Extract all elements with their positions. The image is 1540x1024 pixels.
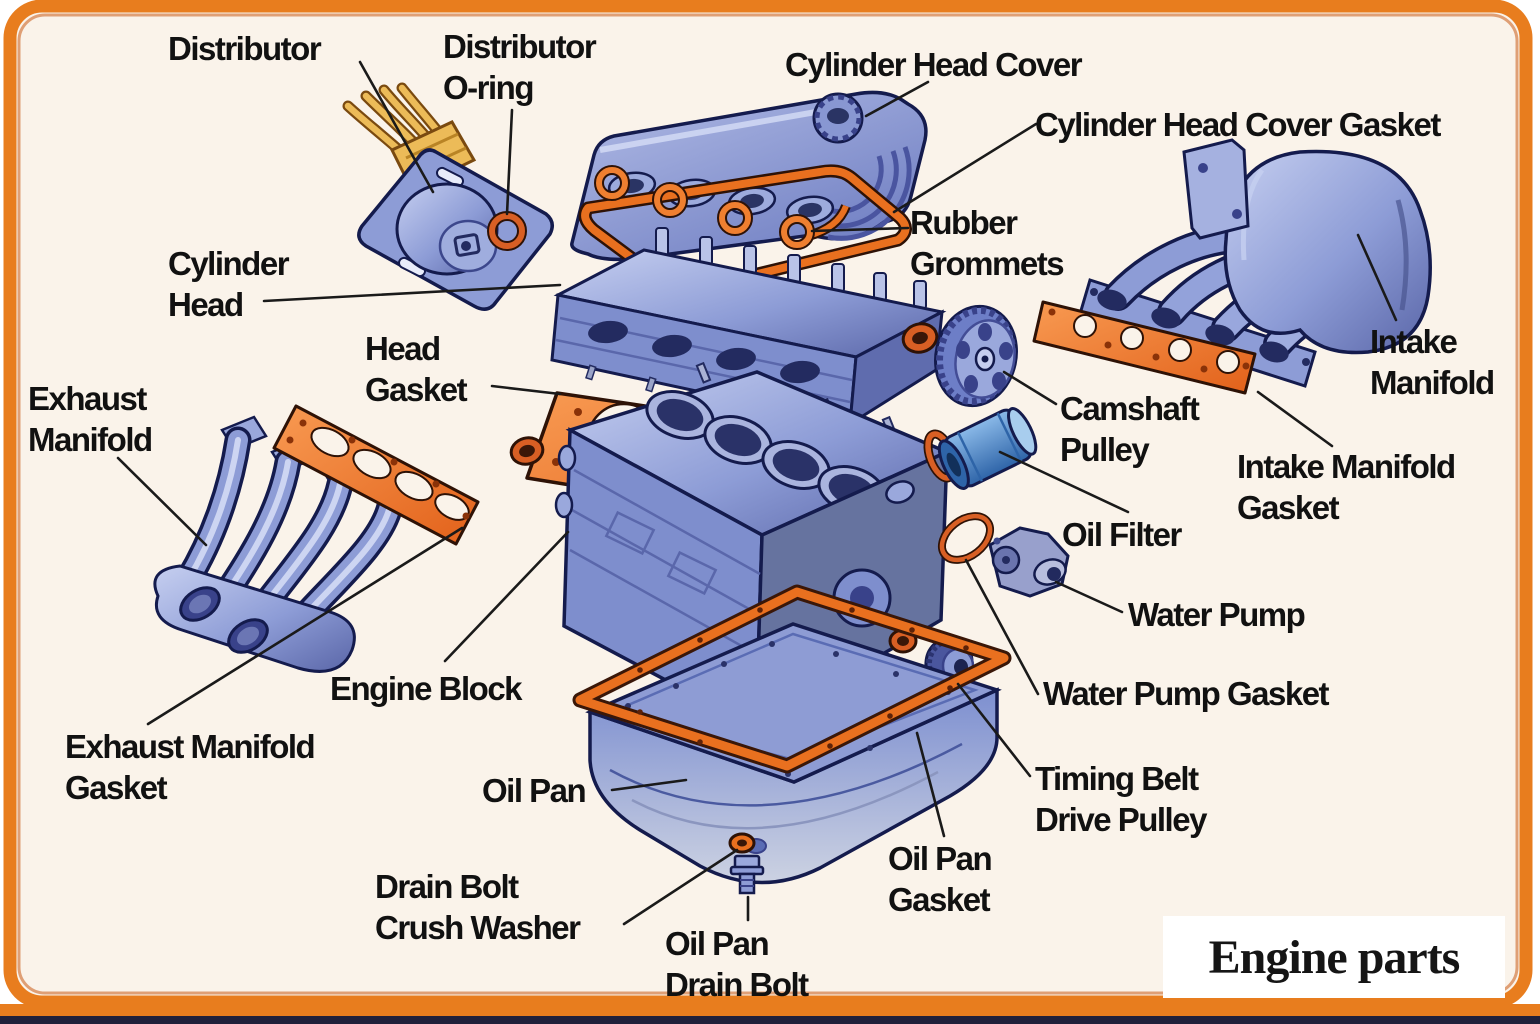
- leader-cylinder-head-cover-gasket: [892, 122, 1038, 214]
- oil-pan-gasket-part: [572, 584, 1012, 774]
- label-water-pump-gasket: Water Pump Gasket: [1043, 675, 1330, 712]
- head-ports: [588, 320, 820, 384]
- leader-exhaust-manifold-gasket: [146, 526, 464, 726]
- leader-intake-manifold-gasket: [1256, 390, 1334, 448]
- leader-distributor-o-ring: [505, 108, 514, 216]
- water-pump-gasket-part: [938, 512, 994, 564]
- camshaft-pulley-part: [934, 304, 1018, 408]
- leader-drain-bolt-crush-washer: [622, 848, 739, 926]
- leader-cylinder-head-cover: [864, 80, 930, 118]
- rubber-grommets-part: [594, 165, 815, 250]
- leader-oil-pan-gasket: [915, 731, 946, 838]
- oil-pan-drain-bolt-part: [729, 854, 765, 895]
- label-water-pump: Water Pump: [1128, 596, 1306, 633]
- leader-intake-manifold: [1356, 233, 1398, 322]
- leader-water-pump: [1054, 580, 1124, 614]
- leader-oil-pan: [610, 778, 688, 792]
- label-engine-block: Engine Block: [330, 670, 523, 707]
- water-pump-part: [988, 526, 1070, 598]
- diagram-title-box: Engine parts: [1163, 916, 1505, 998]
- leader-head-gasket: [490, 384, 562, 396]
- label-cylinder-head-cover: Cylinder Head Cover: [785, 46, 1083, 83]
- leader-camshaft-pulley: [1002, 370, 1058, 406]
- crank-seal-ring: [509, 436, 545, 466]
- leader-timing-belt-drive-pulley: [956, 682, 1032, 778]
- intake-manifold-part: [1078, 138, 1432, 388]
- leader-cylinder-head: [262, 283, 562, 303]
- oil-cap: [812, 92, 864, 144]
- label-cylinder-head-cover-gasket: Cylinder Head Cover Gasket: [1035, 106, 1441, 143]
- exhaust-manifold-gasket-part: [272, 404, 480, 546]
- bottom-dark-bar: [0, 1016, 1540, 1024]
- distributor-o-ring-part: [487, 211, 527, 251]
- leader-rubber-grommets: [810, 226, 910, 233]
- leader-water-pump-gasket: [964, 558, 1040, 696]
- label-distributor: Distributor: [168, 30, 322, 67]
- label-oil-filter: Oil Filter: [1062, 516, 1182, 553]
- diagram-title: Engine parts: [1208, 930, 1461, 984]
- label-oil-pan: Oil Pan: [482, 772, 587, 809]
- drain-bolt-crush-washer-part: [728, 832, 756, 854]
- engine-block-part: [554, 370, 952, 732]
- leader-lines: [116, 60, 1398, 926]
- cylinder-head-cover-gasket-part: [578, 164, 912, 297]
- exhaust-manifold-part: [153, 415, 421, 673]
- leader-distributor: [358, 60, 435, 194]
- bottom-orange-bar: [0, 1004, 1540, 1017]
- leader-oil-filter: [998, 450, 1130, 514]
- leader-exhaust-manifold: [116, 456, 208, 547]
- oil-filter-part: [923, 407, 1038, 490]
- intake-manifold-gasket-part: [1032, 300, 1257, 395]
- cam-bore-seal: [901, 322, 939, 354]
- leader-engine-block: [443, 530, 570, 663]
